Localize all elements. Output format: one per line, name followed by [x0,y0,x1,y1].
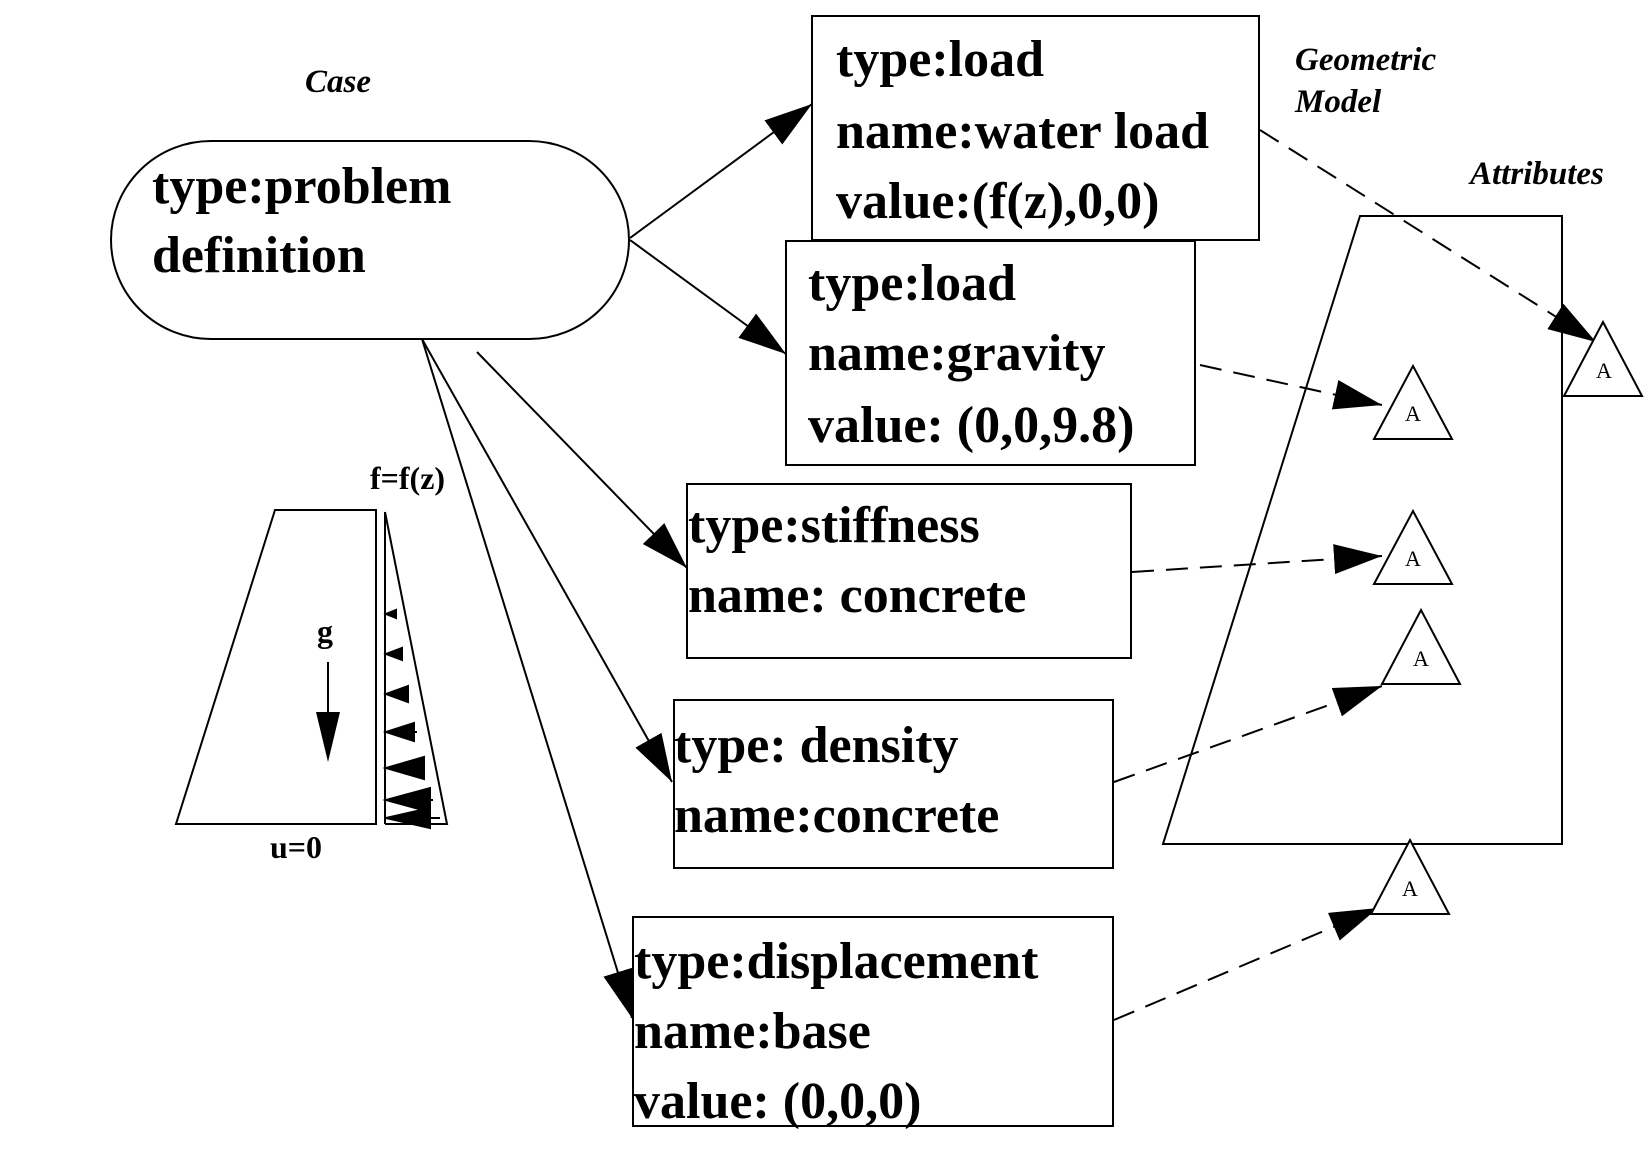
case-node-line2: definition [152,227,366,284]
arrow-to-stiffness [476,351,688,569]
attribute-box-stiffness: type:stiffness name: concrete [686,483,1132,659]
arrow-to-gravity [629,239,787,355]
case-node: type:problem definition [110,140,630,340]
triangle-icon [1380,607,1462,685]
attribute-marker-displacement: A [1369,837,1451,915]
displacement-type: type:displacement [634,933,1039,990]
water-load-name: name:water load [836,103,1209,160]
gravity-type: type:load [808,255,1016,312]
density-name: name:concrete [674,787,999,844]
arrow-to-displacement [421,338,633,1019]
link-density [1113,685,1383,783]
attribute-box-displacement: type:displacement name:base value: (0,0,… [632,916,1114,1130]
geometric-model-caption-line1: Geometric [1295,42,1436,78]
displacement-value: value: (0,0,0) [634,1073,921,1130]
geometric-model-caption-line2: Model [1294,84,1382,120]
case-caption: Case [305,64,371,100]
dam-outline [174,509,377,825]
water-load-value: value:(f(z),0,0) [836,173,1159,230]
stiffness-border [686,483,1132,659]
attributes-caption: Attributes [1468,156,1604,192]
water-load-border [811,15,1260,241]
marker-letter: A [1405,546,1421,571]
geometric-model-shape [1161,215,1563,845]
stiffness-type: type:stiffness [688,497,980,554]
gravity-value: value: (0,0,9.8) [808,397,1134,454]
marker-letter: A [1596,358,1612,383]
gravity-name: name:gravity [808,325,1105,382]
displacement-name: name:base [634,1003,871,1060]
triangle-icon [1562,319,1644,397]
attribute-box-gravity: type:load name:gravity value: (0,0,9.8) [785,240,1196,466]
water-load-type: type:load [836,31,1044,88]
marker-letter: A [1413,646,1429,671]
load-function-label: f=f(z) [370,460,445,496]
attribute-marker-water-load: A [1562,319,1644,397]
density-border [673,699,1114,869]
case-to-attribute-arrows [421,103,813,1019]
arrow-to-density [421,338,673,783]
arrow-to-water-load [629,103,813,239]
case-node-line1: type:problem [152,158,451,215]
gravity-border [785,240,1196,466]
gravity-label: g [317,613,333,649]
triangle-icon [1372,363,1454,440]
attribute-marker-stiffness: A [1372,508,1454,585]
density-type: type: density [674,717,959,774]
stiffness-name: name: concrete [688,567,1026,624]
link-gravity [1199,364,1383,410]
link-stiffness [1131,544,1383,575]
case-node-border [110,140,630,340]
marker-letter: A [1405,401,1421,426]
marker-letter: A [1402,876,1418,901]
triangle-icon [1369,837,1451,915]
attribute-markers: A A A A A [1369,319,1644,915]
boundary-condition-label: u=0 [270,829,322,865]
attribute-link-arrows [1113,129,1597,1021]
triangle-icon [1372,508,1454,585]
water-load-profile [384,511,449,825]
attribute-marker-gravity: A [1372,363,1454,440]
attribute-box-water-load: type:load name:water load value:(f(z),0,… [811,15,1260,241]
displacement-border [632,916,1114,1127]
dam-sketch: f=f(z) g u=0 [174,460,449,865]
attribute-box-density: type: density name:concrete [673,699,1114,869]
water-load-arrows [382,608,440,830]
link-displacement [1113,907,1379,1021]
gravity-arrow-icon [316,712,340,762]
attribute-marker-density: A [1380,607,1462,685]
